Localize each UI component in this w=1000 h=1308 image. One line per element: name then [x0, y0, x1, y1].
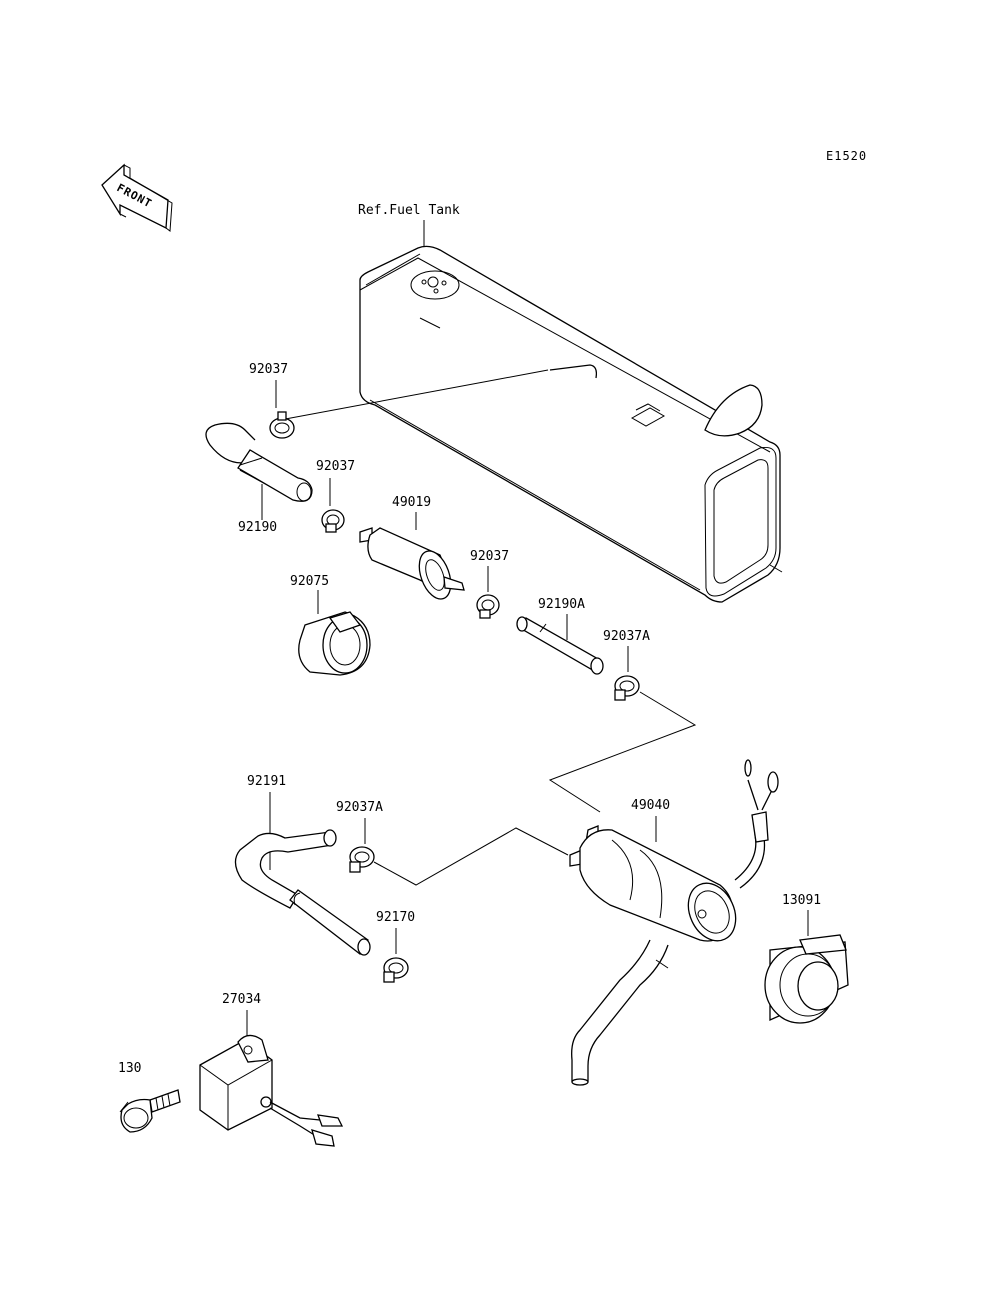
band-92075 [298, 611, 371, 676]
part-label-27034: 27034 [222, 992, 261, 1007]
front-arrow-icon: FRONT [101, 163, 173, 232]
fuel-tank [359, 245, 783, 603]
ref-fuel-tank-label: Ref.Fuel Tank [358, 203, 460, 218]
part-label-92191: 92191 [247, 774, 286, 789]
relay-27034 [199, 1034, 344, 1147]
hose-92190 [205, 422, 313, 502]
part-label-130: 130 [118, 1061, 141, 1076]
bolt-130 [119, 1089, 181, 1133]
part-label-92170: 92170 [376, 910, 415, 925]
clamp-icon [321, 509, 345, 533]
clamp-icon [383, 957, 409, 983]
part-label-92037A-bottom: 92037A [336, 800, 383, 815]
clamp-icon [269, 411, 295, 439]
diagram-code: E1520 [826, 149, 867, 163]
part-label-92037-top: 92037 [249, 362, 288, 377]
part-label-13091: 13091 [782, 893, 821, 908]
fuel-pump [569, 759, 779, 1086]
band-13091 [764, 934, 849, 1024]
fuel-filter [359, 527, 465, 600]
clamp-icon [476, 594, 500, 619]
part-label-92190A: 92190A [538, 597, 585, 612]
part-label-92037A-top: 92037A [603, 629, 650, 644]
part-label-92190: 92190 [238, 520, 277, 535]
clamp-icon [614, 675, 640, 701]
part-label-92075: 92075 [290, 574, 329, 589]
hose-92191 [234, 829, 371, 956]
part-label-92037-mid: 92037 [316, 459, 355, 474]
part-label-49040: 49040 [631, 798, 670, 813]
clamp-icon [349, 846, 375, 873]
hose-92190A [516, 616, 604, 675]
part-label-49019: 49019 [392, 495, 431, 510]
part-label-92037-right: 92037 [470, 549, 509, 564]
